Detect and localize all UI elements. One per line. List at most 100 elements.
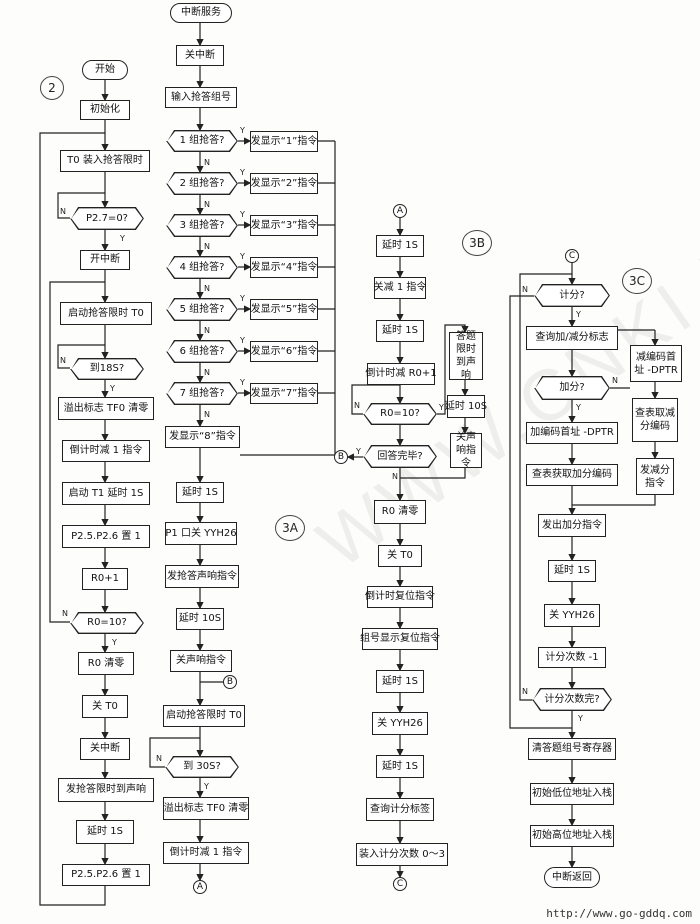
connector-a-in: A: [393, 204, 407, 218]
3a-countdown-box: 倒计时减 1 指令: [163, 842, 249, 864]
group6-label: 6 组抢答?: [179, 345, 225, 357]
3a-start-t0-box: 启动抢答限时 T0: [163, 705, 245, 727]
query-score-box: 查询计分标签: [366, 798, 434, 821]
g1-no: N: [204, 158, 210, 167]
footer-url: http://www.go-gddq.com: [546, 907, 692, 920]
group-reset-box: 组号显示复位指令: [360, 628, 440, 650]
p27-decision: P2.7=0?: [70, 207, 144, 230]
dec-addr-box: 减编码首址 -DPTR: [630, 345, 682, 382]
score-label: 计分?: [559, 289, 585, 301]
3b-r0-10-yes: Y: [439, 403, 444, 412]
display3-box: 发显示“3”指令: [250, 215, 318, 236]
delay1s-box: 延时 1S: [76, 820, 134, 844]
p27-yes: Y: [120, 234, 125, 243]
to18s-yes: Y: [110, 384, 115, 393]
3b-close-t0-box: 关 T0: [378, 545, 422, 567]
countdown-reset-box: 倒计时复位指令: [365, 586, 435, 608]
p27-no: N: [60, 207, 66, 216]
to30s-yes: Y: [204, 782, 209, 791]
display7-box: 发显示“7”指令: [250, 383, 318, 404]
g7-yes: Y: [240, 378, 245, 387]
g5-no: N: [204, 326, 210, 335]
score-no: N: [522, 285, 528, 294]
add-yes: Y: [576, 403, 581, 412]
open-int-box: 开中断: [80, 250, 130, 270]
to18s-label: 到18S?: [89, 363, 125, 374]
send-dec-box: 发减分指令: [636, 458, 674, 495]
3a-close-sound-box: 关声响指令: [170, 650, 232, 672]
3b-r0-10-no: N: [354, 401, 360, 410]
to18s-decision: 到18S?: [70, 358, 144, 380]
3b-close-yyh26-box: 关 YYH26: [372, 712, 428, 735]
timeout-sound-box: 发抢答限时到声响: [58, 778, 154, 802]
send-add-box: 发出加分指令: [538, 514, 606, 537]
count-done-yes: Y: [578, 714, 583, 723]
3b-delay1s-d-box: 延时 1S: [376, 755, 424, 778]
add-label: 加分?: [559, 382, 585, 393]
group5-decision: 5 组抢答?: [166, 298, 238, 321]
count-dec-box: 计分次数 -1: [538, 647, 606, 668]
count-done-label: 计分次数完?: [544, 693, 600, 705]
3a-delay1s-box: 延时 1S: [176, 482, 224, 503]
close-t0-box: 关 T0: [82, 695, 128, 718]
r0-clear-box: R0 清零: [78, 652, 134, 675]
group2-label: 2 组抢答?: [179, 177, 225, 189]
group1-decision: 1 组抢答?: [166, 130, 238, 152]
start-t0-box: 启动抢答限时 T0: [60, 302, 152, 325]
to18s-no: N: [60, 356, 66, 365]
3b-close-sound-box: 关声响指令: [450, 432, 482, 469]
3a-delay10s-box: 延时 10S: [176, 608, 224, 630]
r0-10-no: N: [62, 609, 68, 618]
init-box: 初始化: [80, 100, 130, 120]
group1-label: 1 组抢答?: [179, 135, 225, 146]
push-low-box: 初始低位地址入栈: [530, 783, 614, 805]
g2-no: N: [204, 200, 210, 209]
g5-yes: Y: [240, 294, 245, 303]
to30s-decision: 到 30S?: [165, 756, 239, 778]
group4-decision: 4 组抢答?: [166, 256, 238, 279]
add-no: N: [612, 376, 618, 385]
3c-close-yyh26-box: 关 YYH26: [544, 604, 600, 627]
section-tag-3c: 3C: [622, 268, 652, 294]
3a-close-int-box: 关中断: [176, 45, 224, 66]
int-service-terminal: 中断服务: [170, 3, 232, 23]
group4-label: 4 组抢答?: [179, 261, 225, 273]
display1-box: 发显示“1”指令: [250, 131, 318, 152]
score-yes: Y: [576, 310, 581, 319]
r0-10-label: R0=10?: [87, 617, 127, 628]
int-return-terminal: 中断返回: [544, 867, 600, 888]
input-group-box: 输入抢答组号: [165, 87, 237, 108]
group5-label: 5 组抢答?: [179, 303, 225, 315]
countdown-box: 倒计时减 1 指令: [62, 440, 150, 462]
t0-load-box: T0 装入抢答限时: [60, 150, 150, 172]
to30s-no: N: [156, 754, 162, 763]
answer-done-decision: 回答完毕?: [363, 445, 437, 468]
count-done-no: N: [522, 687, 528, 696]
group7-label: 7 组抢答?: [179, 387, 225, 399]
answer-done-yes: Y: [356, 447, 361, 456]
clear-reg-box: 清答题组号寄存器: [528, 738, 616, 760]
load-count-box: 装入计分次数 0～3: [356, 843, 448, 866]
3b-delay1s-b-box: 延时 1S: [376, 320, 424, 342]
g3-yes: Y: [240, 210, 245, 219]
3b-delay1s-a-box: 延时 1S: [376, 235, 424, 257]
push-high-box: 初始高位地址入栈: [530, 825, 614, 847]
3b-r0-10-decision: R0=10?: [363, 403, 437, 425]
start-t1-box: 启动 T1 延时 1S: [62, 482, 150, 505]
section-tag-3b: 3B: [462, 230, 492, 256]
g2-yes: Y: [240, 168, 245, 177]
display4-box: 发显示“4”指令: [250, 257, 318, 278]
answer-done-label: 回答完毕?: [377, 450, 423, 462]
display8-box: 发显示“8”指令: [165, 426, 240, 448]
fetch-dec-box: 查表取减分编码: [632, 398, 678, 442]
group6-decision: 6 组抢答?: [166, 340, 238, 363]
g6-yes: Y: [240, 336, 245, 345]
add-decision: 加分?: [534, 376, 610, 400]
group3-decision: 3 组抢答?: [166, 214, 238, 237]
score-decision: 计分?: [534, 284, 610, 307]
3b-delay10s-box: 延时 10S: [445, 395, 487, 418]
r0-10-decision: R0=10?: [70, 612, 144, 634]
g4-no: N: [204, 284, 210, 293]
